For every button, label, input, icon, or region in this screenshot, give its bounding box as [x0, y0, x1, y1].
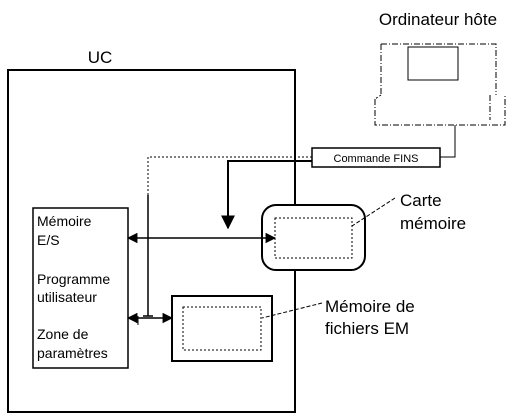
memory-card-leader	[351, 197, 396, 227]
io-memory-label-line1: Mémoire	[37, 213, 92, 229]
fins-dotted-link	[147, 156, 312, 195]
param-area-label-line1: Zone de	[37, 326, 89, 342]
memory-card-label-line2: mémoire	[400, 214, 466, 233]
em-file-memory-label-line2: fichiers EM	[325, 319, 409, 338]
fins-to-card-line	[221, 160, 312, 230]
memory-card-box	[261, 204, 366, 271]
em-file-memory-leader	[261, 302, 323, 319]
user-program-label-line2: utilisateur	[37, 289, 97, 305]
em-file-memory-box	[171, 295, 273, 362]
em-file-memory-label-line1: Mémoire de	[325, 297, 415, 316]
fins-command-label: Commande FINS	[334, 153, 419, 165]
user-program-label-line1: Programme	[37, 271, 110, 287]
host-to-fins-line	[440, 125, 456, 158]
host-computer-icon	[374, 43, 506, 126]
em-file-memory-inner	[182, 306, 262, 351]
cpu-memory-column	[32, 207, 129, 369]
io-memory-label-line2: E/S	[37, 232, 60, 248]
cpu-unit-label: UC	[88, 48, 113, 67]
host-computer-label: Ordinateur hôte	[379, 10, 497, 29]
memory-card-label-line1: Carte	[400, 191, 442, 210]
param-area-label-line2: paramètres	[37, 345, 108, 361]
host-screen	[407, 46, 459, 81]
